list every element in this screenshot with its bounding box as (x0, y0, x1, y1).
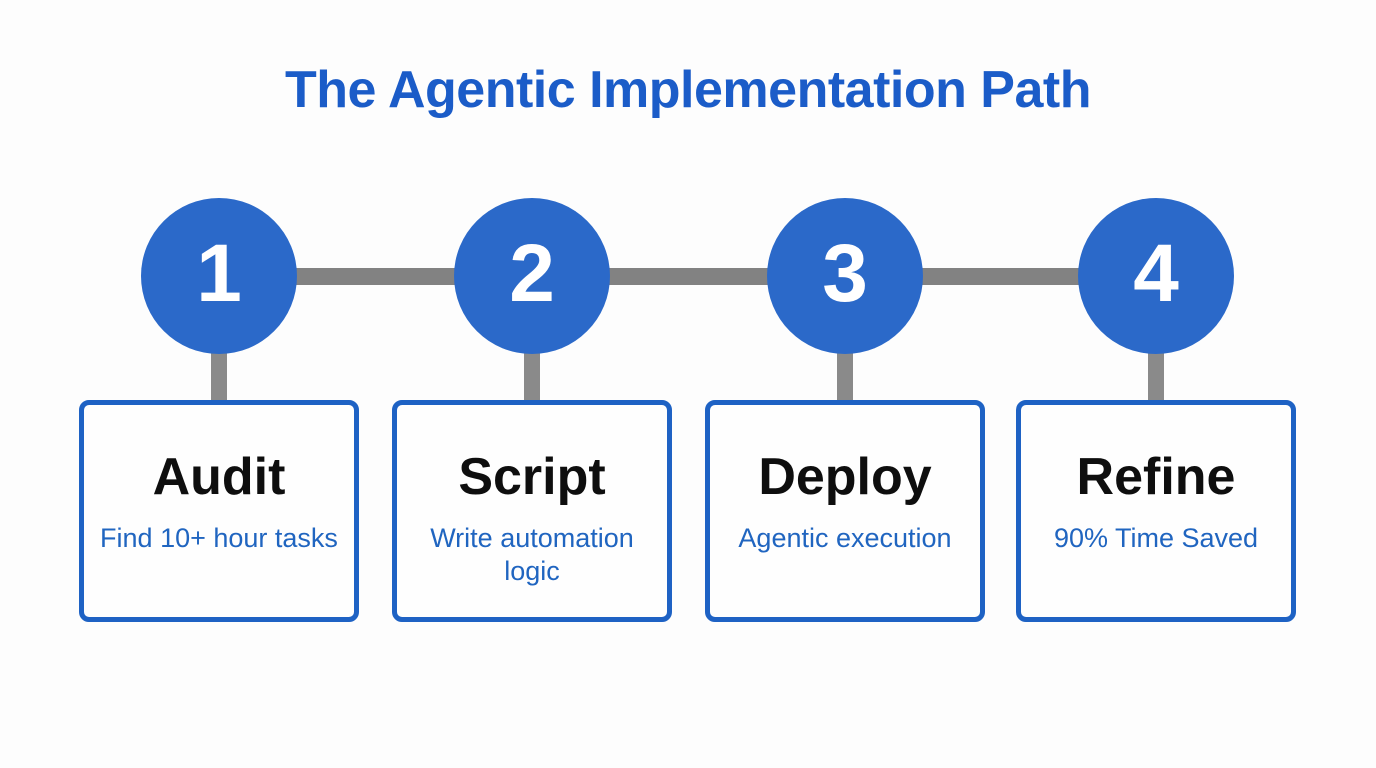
step-2-connector (524, 350, 540, 402)
step-3-connector (837, 350, 853, 402)
step-3-title: Deploy (758, 448, 932, 506)
step-1-description: Find 10+ hour tasks (100, 523, 338, 554)
step-1-card: Audit Find 10+ hour tasks (79, 400, 359, 622)
step-3-description: Agentic execution (738, 523, 952, 554)
step-1-circle: 1 (141, 198, 297, 354)
step-4-title: Refine (1076, 448, 1236, 506)
step-2-title: Script (458, 448, 606, 506)
step-2-number: 2 (509, 228, 555, 319)
step-1-number: 1 (196, 228, 242, 319)
step-2-description: Write automation logic (430, 523, 634, 586)
step-4-circle: 4 (1078, 198, 1234, 354)
step-3-number: 3 (822, 228, 868, 319)
step-1-title: Audit (152, 448, 286, 506)
step-4-description: 90% Time Saved (1053, 523, 1259, 554)
step-1-connector (211, 350, 227, 402)
step-4-connector (1148, 350, 1164, 402)
step-2-card: Script Write automation logic (392, 400, 672, 622)
step-4-number: 4 (1133, 228, 1179, 319)
step-3-card: Deploy Agentic execution (705, 400, 985, 622)
timeline-connector (219, 268, 1157, 285)
step-3-circle: 3 (767, 198, 923, 354)
diagram-title: The Agentic Implementation Path (285, 61, 1092, 119)
step-2-circle: 2 (454, 198, 610, 354)
step-4-card: Refine 90% Time Saved (1016, 400, 1296, 622)
